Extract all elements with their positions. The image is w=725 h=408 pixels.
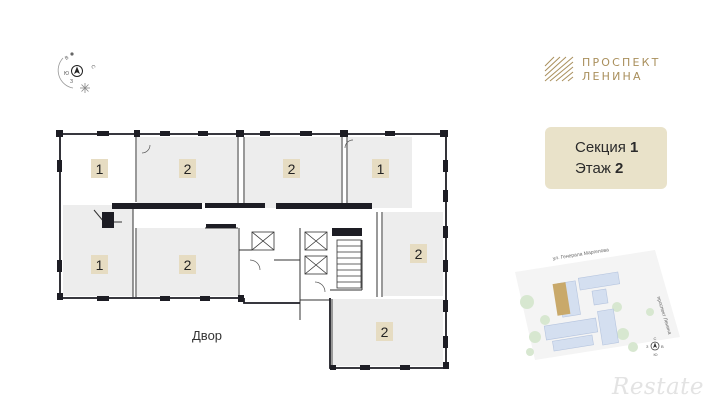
unit-3-rooms: 2: [288, 161, 296, 177]
section-floor-badge: Секция 1 Этаж 2: [545, 127, 667, 189]
unit-7[interactable]: 2: [410, 244, 427, 263]
brand-name: ПРОСПЕКТ ЛЕНИНА: [582, 56, 661, 84]
unit-6[interactable]: 2: [179, 255, 196, 274]
compass-s: Ю: [64, 71, 69, 77]
brand-line-2: ЛЕНИНА: [582, 70, 643, 83]
unit-2[interactable]: 2: [179, 159, 196, 178]
section-value: 1: [630, 139, 639, 156]
brand-logo: ПРОСПЕКТ ЛЕНИНА: [544, 54, 658, 87]
floor-label: Этаж: [575, 160, 611, 177]
compass-e: В: [64, 55, 70, 62]
minimap-compass-w: З: [646, 344, 649, 349]
unit-4-rooms: 1: [377, 161, 385, 177]
unit-5-rooms: 1: [96, 257, 104, 273]
brand-mark-icon: [544, 56, 574, 82]
section-label: Секция: [575, 139, 626, 156]
unit-tags: 1 2 2 1 1 2 2 2: [91, 159, 427, 341]
unit-8[interactable]: 2: [376, 322, 393, 341]
courtyard-label: Двор: [192, 328, 223, 343]
floor-value: 2: [615, 160, 624, 177]
site-minimap: ул. Генерала Маргелова проспект Ленина С…: [515, 247, 680, 360]
floor-row: Этаж 2: [575, 160, 623, 177]
current-section-highlight: [552, 282, 571, 316]
unit-4[interactable]: 1: [372, 159, 389, 178]
brand-line-1: ПРОСПЕКТ: [582, 56, 661, 69]
unit-7-rooms: 2: [415, 246, 423, 262]
minimap-compass-s: Ю: [654, 352, 658, 357]
unit-5[interactable]: 1: [91, 255, 108, 274]
unit-1-rooms: 1: [96, 161, 104, 177]
unit-1[interactable]: 1: [91, 159, 108, 178]
minimap-compass-e: В: [661, 344, 664, 349]
unit-3[interactable]: 2: [283, 159, 300, 178]
minimap-compass-n: С: [654, 336, 657, 341]
compass-w: З: [70, 79, 73, 85]
watermark: Restate: [612, 374, 705, 400]
section-row: Секция 1: [575, 139, 638, 156]
compass-n: С: [89, 64, 96, 70]
compass-icon: С В Ю З: [57, 52, 96, 93]
unit-6-rooms: 2: [184, 257, 192, 273]
unit-2-rooms: 2: [184, 161, 192, 177]
unit-8-rooms: 2: [381, 324, 389, 340]
unit-5-fill[interactable]: [63, 205, 133, 296]
